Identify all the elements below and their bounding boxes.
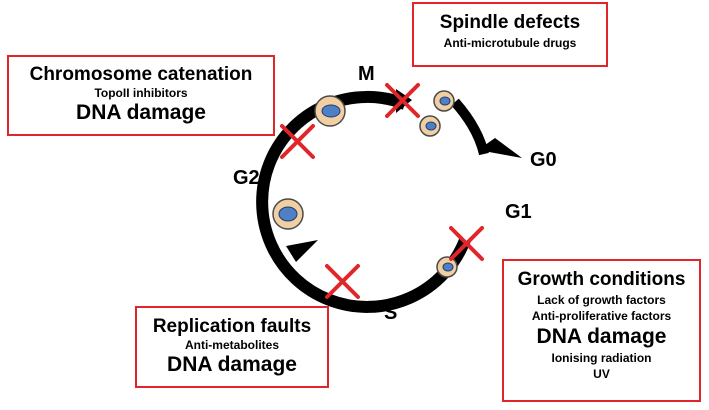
cell-g1 [436,256,458,278]
cycle-arrowhead-s [286,240,318,262]
g0-arrowhead [478,138,522,158]
phase-label-m: M [358,63,375,85]
checkpoint-cross-m [385,83,420,118]
cell-daughter-2 [419,115,441,137]
box-line: Anti-proliferative factors [531,309,672,324]
checkpoint-cross-g2 [280,124,315,159]
g0-exit-arrow [451,98,489,156]
chromosome-catenation-box: Chromosome catenation TopoII inhibitors … [7,55,275,136]
spindle-defects-box: Spindle defects Anti-microtubule drugs [412,2,608,67]
cell-g2-top [314,95,346,127]
cell-daughter-1 [433,90,455,112]
box-line: TopoII inhibitors [94,85,188,100]
box-line: Lack of growth factors [537,292,666,307]
box-line: Anti-microtubule drugs [443,35,577,50]
checkpoint-cross-g1 [449,226,484,261]
replication-faults-box: Replication faults Anti-metabolites DNA … [135,306,329,388]
box-title: Growth conditions [517,269,686,290]
checkpoint-cross-s [325,264,360,299]
box-title: Chromosome catenation [29,64,253,85]
box-emphasis: DNA damage [76,101,206,125]
box-line: Anti-metabolites [184,337,279,352]
box-line: Ionising radiation [551,350,652,365]
box-emphasis: DNA damage [536,324,667,348]
box-title: Spindle defects [439,12,581,33]
phase-label-s: S [384,302,397,324]
phase-label-g0: G0 [530,149,557,171]
growth-conditions-box: Growth conditions Lack of growth factors… [502,259,701,402]
cell-g2-side [272,198,304,230]
box-line: UV [593,367,610,382]
box-emphasis: DNA damage [167,353,297,377]
phase-label-g2: G2 [233,167,260,189]
phase-label-g1: G1 [505,201,532,223]
box-title: Replication faults [152,316,312,337]
